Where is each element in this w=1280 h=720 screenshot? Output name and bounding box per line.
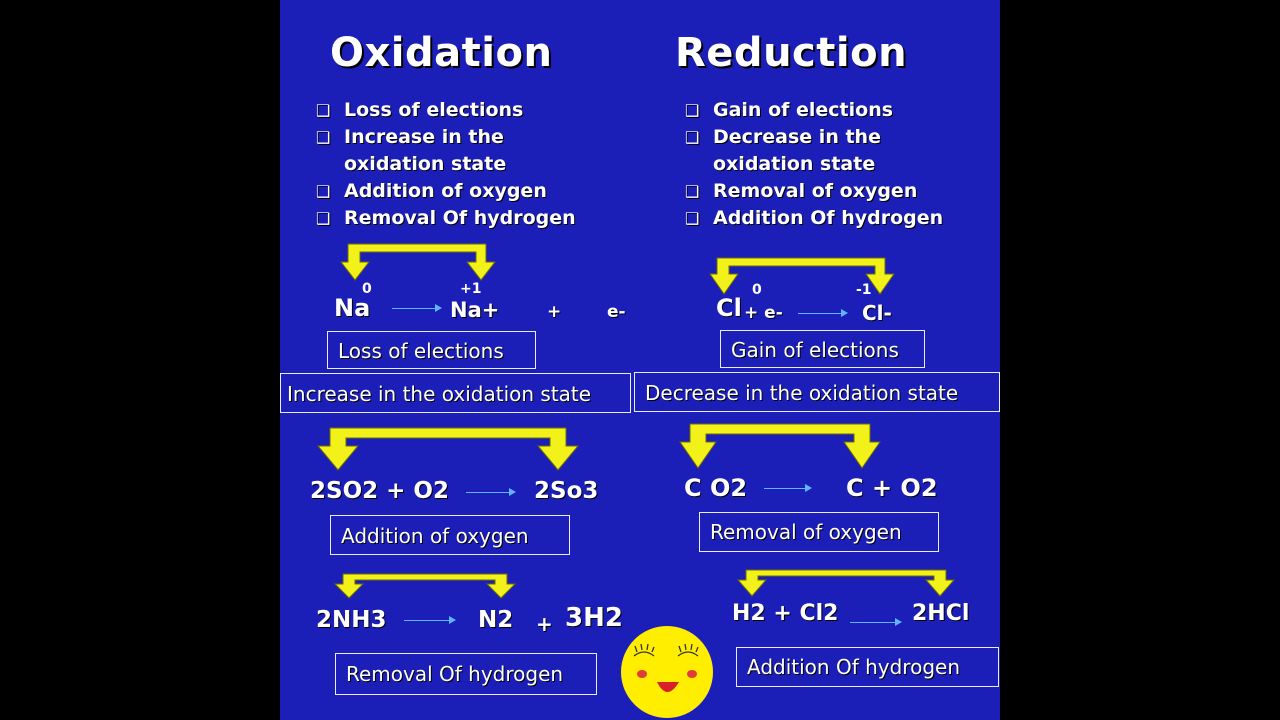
reduction-label-removal-oxygen: Removal of oxygen — [699, 512, 939, 552]
oxidation-label-loss: Loss of elections — [327, 331, 536, 369]
hydrogen: 3H2 — [565, 603, 623, 633]
oxidation-number: +1 — [460, 281, 482, 297]
oxidation-label-addition-oxygen: Addition of oxygen — [330, 515, 570, 555]
reaction-arrow-icon — [466, 488, 516, 496]
plus-sign: + — [547, 302, 562, 322]
reduction-title: Reduction — [675, 30, 908, 76]
reduction-equation-lhs: C O2 — [684, 474, 748, 502]
hollow-square-icon: ❑ — [316, 101, 331, 120]
bullet-text: oxidation state — [344, 153, 507, 175]
oxidation-equation-lhs: 2SO2 + O2 — [310, 478, 449, 504]
oxidation-title: Oxidation — [330, 30, 553, 76]
oxidation-equation-rhs: 2So3 — [534, 478, 599, 504]
reduction-equation-lhs: H2 + Cl2 — [732, 601, 839, 626]
hollow-square-icon: ❑ — [316, 182, 331, 201]
reaction-arrow-icon — [764, 484, 812, 492]
hydrochloric-acid: 2HCl — [912, 601, 970, 626]
yellow-bracket-arrow-icon — [709, 257, 895, 295]
oxidation-bullet-list: ❑ Loss of elections ❑ Increase in the oxid… — [316, 97, 576, 232]
ammonia: 2NH3 — [316, 607, 387, 633]
plus-sign: + — [536, 612, 553, 636]
nitrogen: N2 — [478, 607, 514, 633]
yellow-bracket-arrow-icon — [316, 427, 580, 471]
reduction-label-gain: Gain of elections — [720, 330, 925, 368]
bullet-text: Addition of oxygen — [344, 180, 547, 202]
reaction-arrow-icon — [404, 616, 456, 624]
bullet-text: Addition Of hydrogen — [713, 207, 944, 229]
chloride-ion: Cl- — [862, 301, 892, 325]
reduction-label-addition-hydrogen: Addition Of hydrogen — [736, 647, 999, 687]
hollow-square-icon: ❑ — [316, 128, 331, 147]
yellow-bracket-arrow-icon — [736, 569, 956, 597]
reduction-label-oxidation-state: Decrease in the oxidation state — [634, 372, 1000, 412]
reduction-equation-rhs: C + O2 — [846, 474, 938, 502]
reaction-arrow-icon — [850, 618, 902, 626]
bullet-text: Removal Of hydrogen — [344, 207, 576, 229]
hollow-square-icon: ❑ — [685, 209, 700, 228]
yellow-bracket-arrow-icon — [679, 423, 881, 469]
hollow-square-icon: ❑ — [316, 209, 331, 228]
bullet-text: oxidation state — [713, 153, 876, 175]
sodium-symbol: Na — [334, 294, 371, 322]
reaction-arrow-icon — [798, 309, 848, 317]
bullet-text: Decrease in the — [713, 126, 881, 148]
yellow-bracket-arrow-icon — [339, 243, 497, 281]
electron: e- — [607, 302, 626, 322]
hollow-square-icon: ❑ — [685, 182, 700, 201]
yellow-bracket-arrow-icon — [333, 573, 517, 599]
oxidation-number: -1 — [856, 282, 872, 298]
slide: Oxidation Reduction ❑ Loss of elections ❑… — [280, 0, 1000, 720]
smiley-face-icon — [621, 626, 713, 718]
bullet-text: Removal of oxygen — [713, 180, 918, 202]
reaction-arrow-icon — [392, 304, 442, 312]
hollow-square-icon: ❑ — [685, 101, 700, 120]
hollow-square-icon: ❑ — [685, 128, 700, 147]
oxidation-number: 0 — [362, 281, 372, 297]
bullet-text: Gain of elections — [713, 99, 894, 121]
oxidation-label-removal-hydrogen: Removal Of hydrogen — [335, 653, 597, 695]
sodium-ion: Na+ — [450, 298, 500, 322]
oxidation-label-oxidation-state: Increase in the oxidation state — [280, 373, 631, 413]
chlorine-symbol: Cl — [716, 294, 742, 322]
bullet-text: Increase in the — [344, 126, 504, 148]
bullet-text: Loss of elections — [344, 99, 524, 121]
plus-electron: + e- — [744, 303, 783, 323]
oxidation-number: 0 — [752, 282, 762, 298]
reduction-bullet-list: ❑ Gain of elections ❑ Decrease in the oxid… — [685, 97, 943, 232]
